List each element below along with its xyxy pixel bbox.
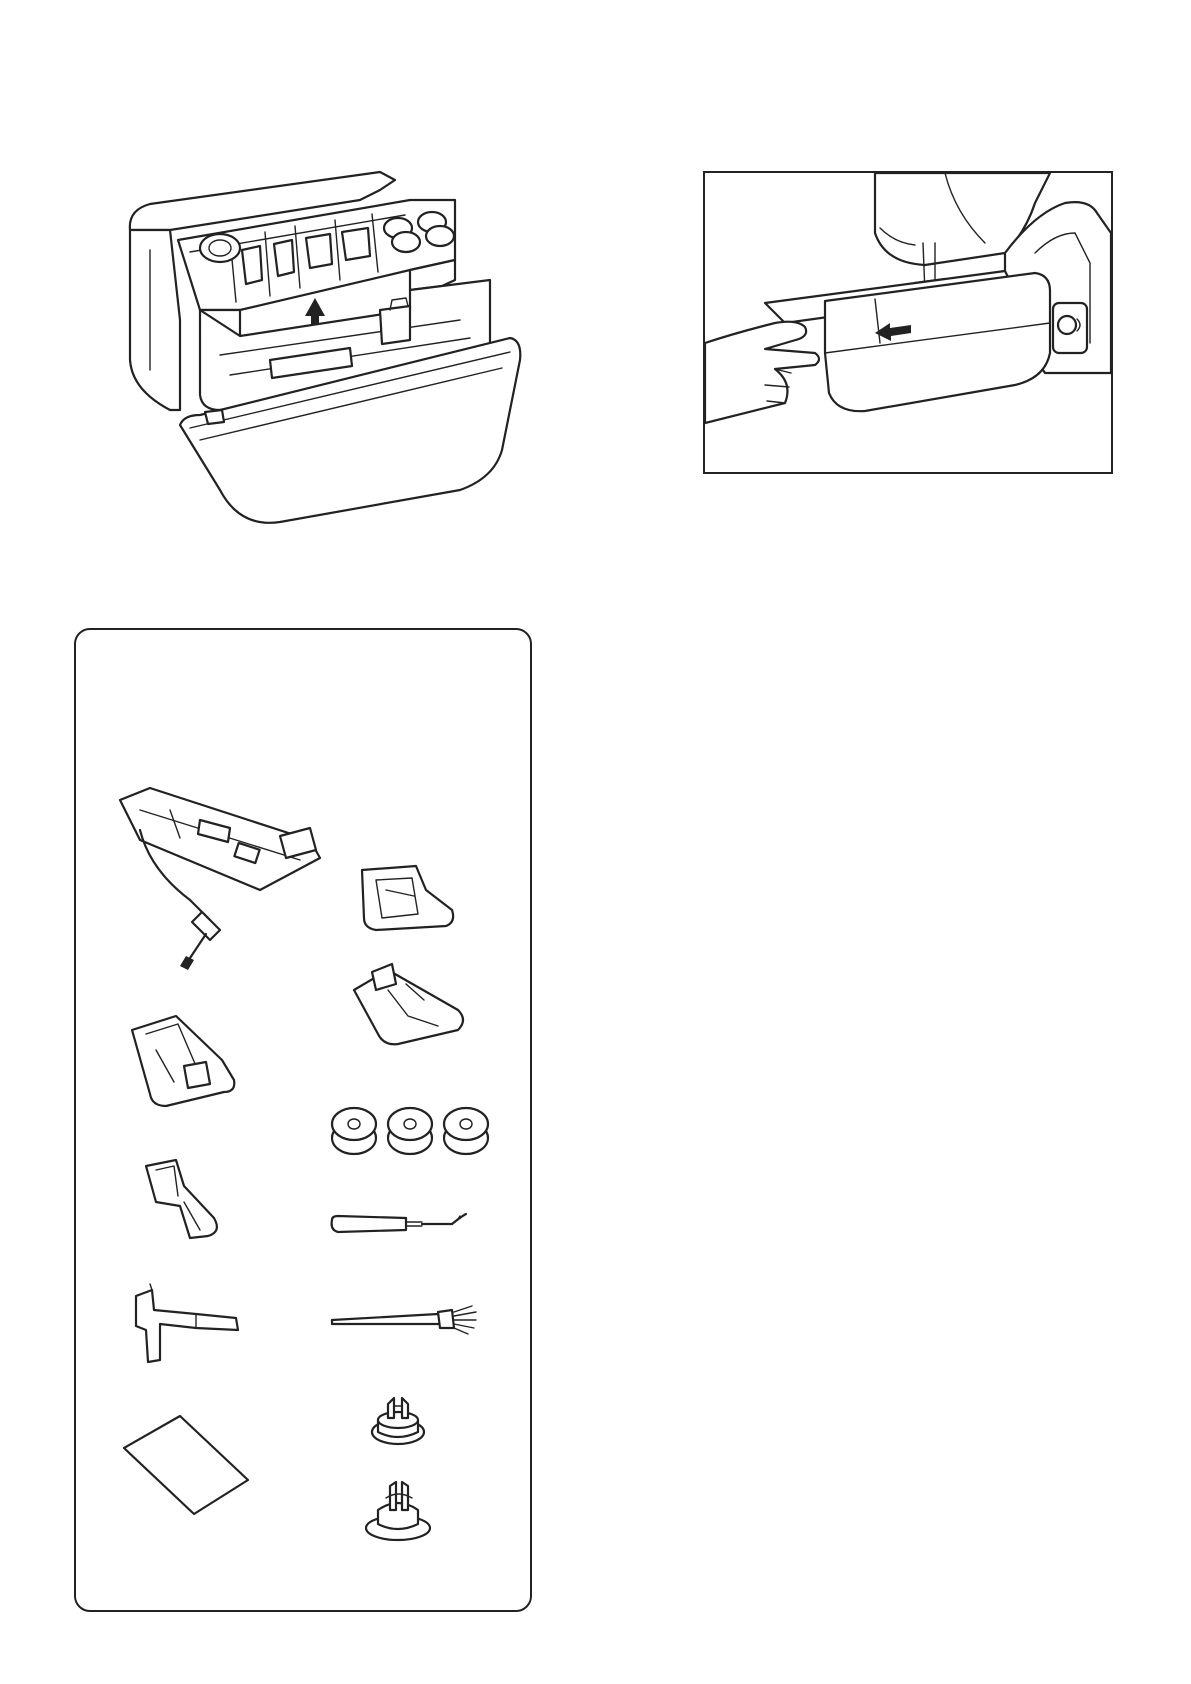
bobbin-2: [388, 1108, 432, 1154]
spool-holder-small-illustration: [364, 1390, 434, 1450]
screwdriver-illustration: [126, 1280, 246, 1370]
overcasting-foot-illustration: [126, 1010, 246, 1120]
seam-ripper-illustration: [326, 1202, 496, 1242]
remove-extension-table-figure: [703, 171, 1113, 474]
accessory-box-illustration: [110, 160, 590, 580]
zipper-foot-illustration: [136, 1156, 236, 1246]
lint-brush-illustration: [328, 1300, 498, 1340]
blind-hem-foot-illustration: [348, 960, 478, 1050]
accessory-panel: [74, 628, 532, 1612]
accessory-box-figure: [110, 160, 590, 580]
bobbin-1: [332, 1108, 376, 1154]
bobbins-illustration: [326, 1094, 496, 1164]
buttonhole-foot-illustration: [110, 780, 330, 980]
bobbin-3: [444, 1108, 488, 1154]
satin-stitch-foot-illustration: [356, 860, 466, 940]
felt-pad-illustration: [116, 1410, 256, 1520]
remove-extension-table-illustration: [705, 173, 1111, 472]
spool-holder-large-illustration: [360, 1476, 440, 1546]
